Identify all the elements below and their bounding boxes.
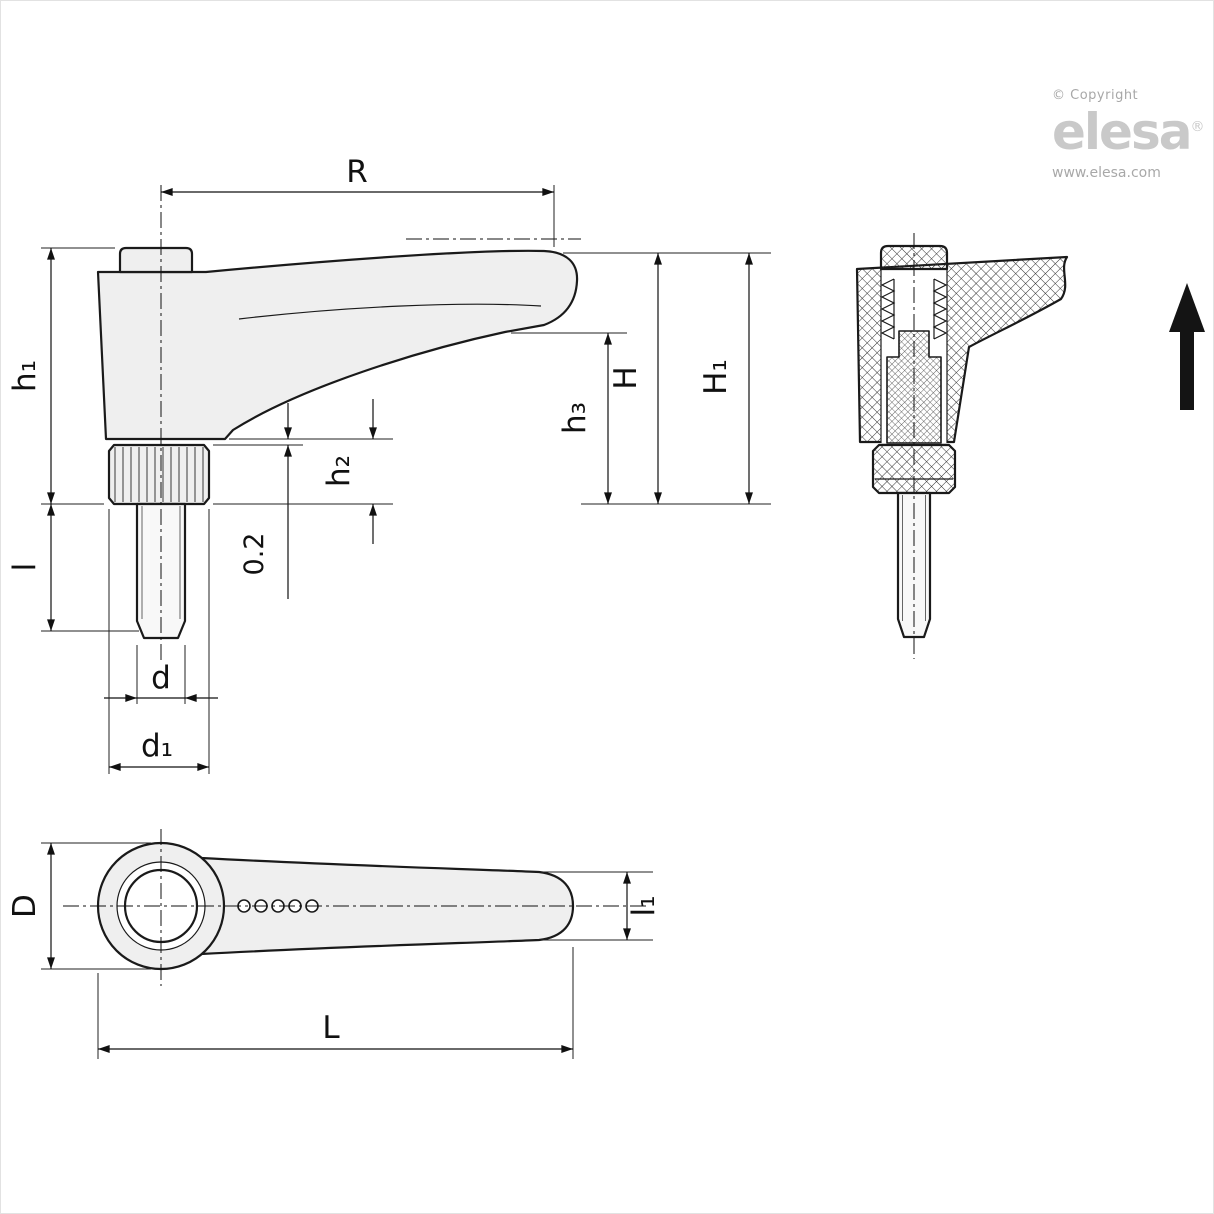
dim-h2: h₂: [213, 399, 393, 544]
safety-cap: [118, 246, 194, 274]
dim-label-l: l: [7, 563, 43, 572]
section-teeth-right: [932, 278, 948, 340]
knurled-collar: [107, 443, 211, 506]
dim-R: R: [161, 154, 555, 247]
dim-label-D: D: [7, 894, 43, 918]
side-view: R h₁ l d: [7, 154, 771, 774]
dim-d: d: [104, 645, 218, 704]
handle-inner-contour: [238, 303, 542, 320]
dim-l: l: [7, 504, 139, 632]
dim-label-L: L: [322, 1010, 340, 1046]
dim-H1: H₁: [698, 252, 753, 504]
branding-block: © Copyright elesa® www.elesa.com: [1052, 89, 1210, 180]
section-teeth-left: [880, 278, 896, 340]
dim-label-h1: h₁: [7, 360, 43, 392]
elesa-logo: elesa: [1052, 103, 1192, 161]
dim-l1: l₁: [541, 871, 662, 941]
thread-lines: [141, 506, 181, 619]
dim-L: L: [97, 947, 574, 1059]
dim-label-d1: d₁: [141, 728, 173, 764]
dim-h1: h₁: [7, 247, 115, 505]
dim-label-d: d: [151, 660, 171, 696]
registered-mark: ®: [1190, 119, 1205, 135]
website-url: www.elesa.com: [1052, 165, 1161, 181]
section-view: [855, 233, 1069, 659]
dim-label-H1: H₁: [698, 359, 734, 395]
dim-label-gap: 0.2: [239, 533, 270, 576]
dim-H: H: [563, 252, 771, 505]
top-view: D l₁ L: [7, 829, 662, 1059]
lever-body-outline: [96, 249, 579, 441]
dim-gap: 0.2: [213, 403, 393, 599]
dim-d1: d₁: [108, 509, 210, 774]
dim-label-R: R: [346, 154, 368, 190]
dim-label-h2: h₂: [321, 455, 357, 487]
dim-D: D: [7, 842, 151, 970]
section-bushing: [886, 330, 942, 444]
dim-label-h3: h₃: [557, 402, 593, 434]
direction-arrow-icon: [1169, 283, 1205, 410]
knurl-lines: [114, 447, 204, 502]
dim-label-l1: l₁: [626, 895, 662, 916]
copyright-text: © Copyright: [1052, 88, 1139, 103]
section-cap: [879, 244, 949, 271]
dim-label-H: H: [608, 366, 644, 389]
dim-h3: h₃: [511, 332, 627, 504]
